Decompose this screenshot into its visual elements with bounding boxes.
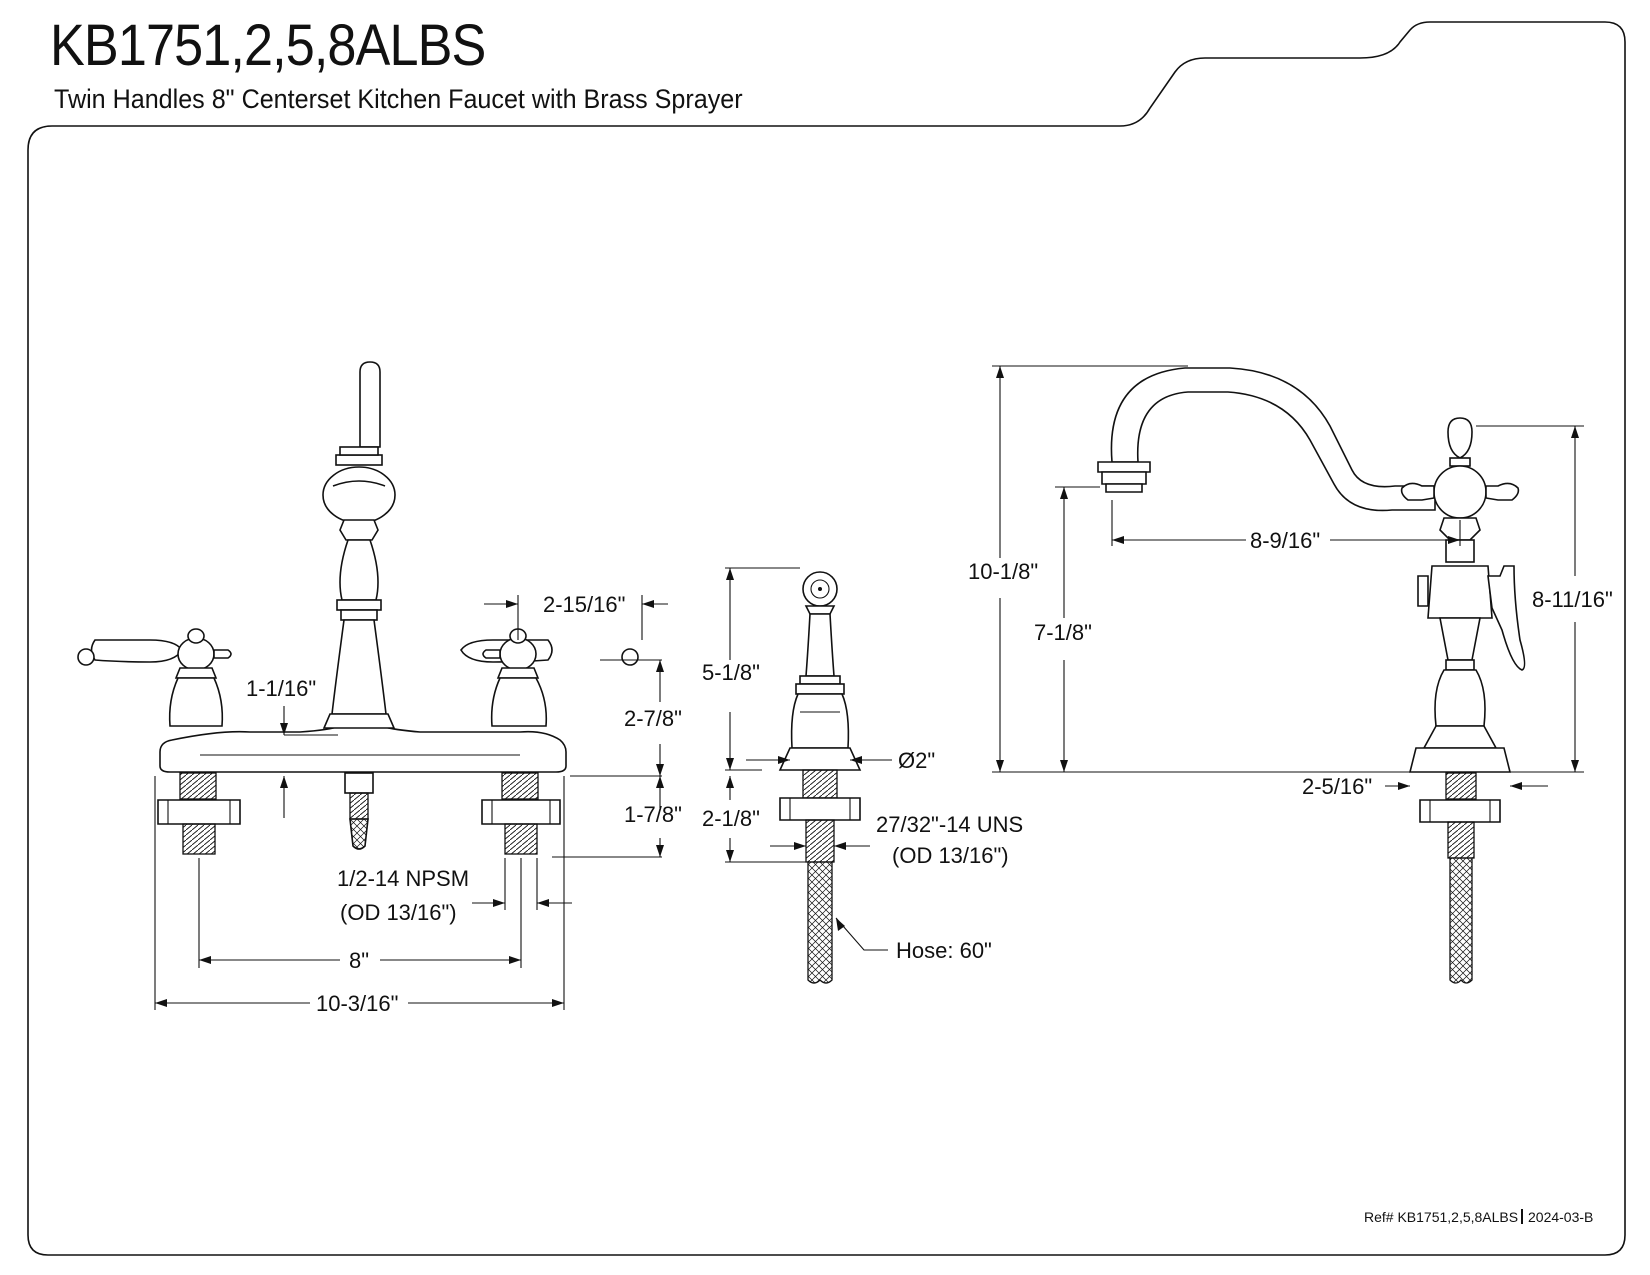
sprayer-view — [778, 571, 862, 984]
sprayer-dim-shank: 2-1/8" — [702, 806, 760, 831]
front-view-dimensions — [154, 595, 668, 1010]
sprayer-thread-spec: 27/32"-14 UNS — [876, 812, 1023, 837]
side-dim-reach: 8-9/16" — [1250, 528, 1320, 553]
side-dim-total-height: 10-1/8" — [968, 559, 1038, 584]
front-view-faucet — [77, 361, 639, 855]
sprayer-dim-diameter: Ø2" — [898, 748, 935, 773]
sprayer-dimensions — [725, 567, 892, 951]
side-dim-base: 2-5/16" — [1302, 774, 1372, 799]
dim-shank-length: 1-7/8" — [624, 802, 682, 827]
side-view-dimensions — [992, 365, 1584, 790]
front-thread-od: (OD 13/16") — [340, 900, 457, 925]
side-dim-spout-height: 7-1/8" — [1034, 620, 1092, 645]
dim-handle-spacing: 2-15/16" — [543, 592, 625, 617]
drawing-subtitle: Twin Handles 8" Centerset Kitchen Faucet… — [54, 84, 743, 114]
front-thread-spec: 1/2-14 NPSM — [337, 866, 469, 891]
side-dim-handle-height: 8-11/16" — [1532, 587, 1613, 612]
footer-separator — [1521, 1209, 1523, 1224]
dim-center: 8" — [349, 948, 369, 973]
drawing-title: KB1751,2,5,8ALBS — [50, 13, 486, 78]
page-frame — [27, 21, 1626, 1256]
sprayer-hose-label: Hose: 60" — [896, 938, 992, 963]
footer-revision: 2024-03-B — [1528, 1209, 1593, 1225]
footer-ref: Ref# KB1751,2,5,8ALBS — [1364, 1209, 1518, 1225]
sprayer-thread-od: (OD 13/16") — [892, 843, 1009, 868]
side-view-faucet — [1097, 367, 1526, 984]
dim-overall: 10-3/16" — [316, 991, 398, 1016]
sprayer-dim-height: 5-1/8" — [702, 660, 760, 685]
dim-handle-height: 2-7/8" — [624, 706, 682, 731]
dim-spout-base: 1-1/16" — [246, 676, 316, 701]
